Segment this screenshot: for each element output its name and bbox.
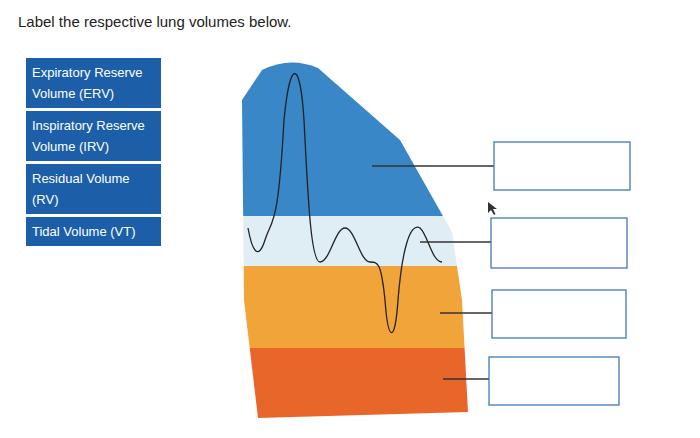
- mouse-cursor: [488, 202, 497, 215]
- answer-tile: Inspiratory Reserve Volume (IRV): [26, 111, 161, 161]
- drop-boxes: [489, 142, 630, 405]
- spirometer-trace: [248, 74, 442, 333]
- question-title: Label the respective lung volumes below.: [18, 13, 292, 30]
- answer-tile: Expiratory Reserve Volume (ERV): [26, 58, 161, 108]
- volume-bands: [230, 50, 490, 428]
- tile-label: Residual Volume (RV): [32, 168, 155, 210]
- tile-label: Expiratory Reserve Volume (ERV): [32, 62, 155, 104]
- tile-label: Tidal Volume (VT): [32, 221, 155, 242]
- answer-tile: Residual Volume (RV): [26, 164, 161, 214]
- answer-tile: Tidal Volume (VT): [26, 217, 161, 246]
- leader-lines: [372, 166, 494, 379]
- tile-label: Inspiratory Reserve Volume (IRV): [32, 115, 155, 157]
